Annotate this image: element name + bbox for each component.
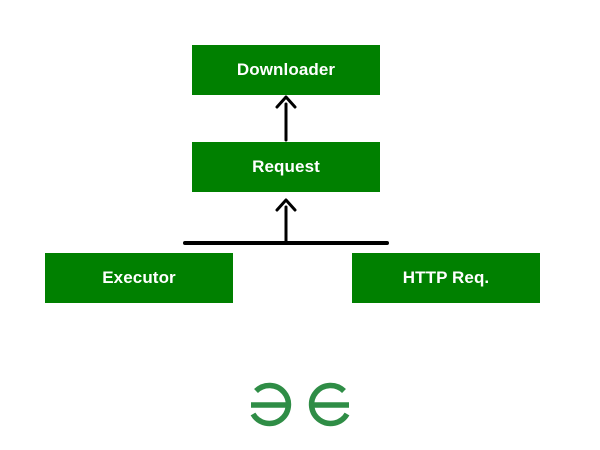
arrow-merge-to-request [275, 198, 297, 243]
http-request-node: HTTP Req. [352, 253, 540, 303]
arrow-request-to-downloader [275, 95, 297, 142]
http-request-label: HTTP Req. [402, 268, 490, 287]
request-label: Request [252, 157, 320, 176]
executor-node: Executor [45, 253, 233, 303]
downloader-label: Downloader [236, 60, 336, 79]
executor-label: Executor [102, 268, 176, 287]
downloader-node: Downloader [192, 45, 380, 95]
geeksforgeeks-logo-icon [250, 382, 350, 427]
request-node: Request [192, 142, 380, 192]
